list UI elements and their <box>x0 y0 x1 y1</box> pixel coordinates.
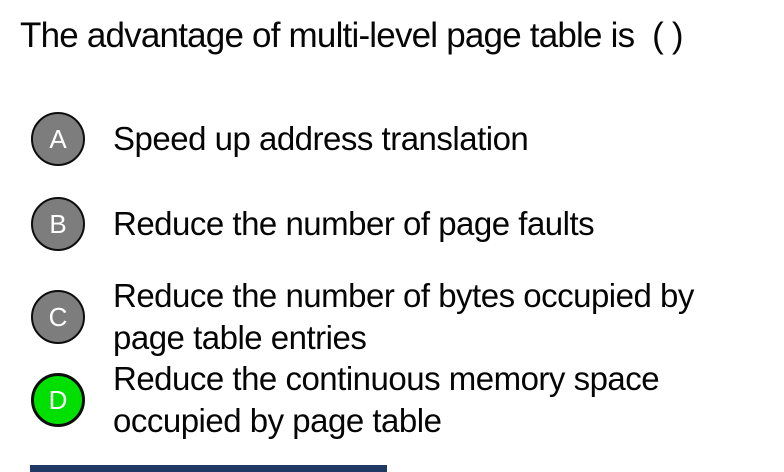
option-a-label: Speed up address translation <box>113 120 529 157</box>
option-c-label: Reduce the number of bytes occupied by p… <box>113 277 694 356</box>
option-b-letter: B <box>49 208 67 239</box>
option-d-badge: D <box>31 373 85 427</box>
option-a[interactable]: A Speed up address translation <box>31 112 529 166</box>
option-d[interactable]: D Reduce the continuous memory space occ… <box>31 358 728 442</box>
option-b-label: Reduce the number of page faults <box>113 205 595 242</box>
option-c-letter: C <box>48 301 68 332</box>
question-title: The advantage of multi-level page table … <box>20 16 684 55</box>
option-a-letter: A <box>49 123 67 154</box>
option-d-label: Reduce the continuous memory space occup… <box>113 360 660 439</box>
option-b[interactable]: B Reduce the number of page faults <box>31 197 595 251</box>
option-c-badge: C <box>31 290 85 344</box>
option-b-badge: B <box>31 197 85 251</box>
progress-bar <box>30 465 387 472</box>
option-c[interactable]: C Reduce the number of bytes occupied by… <box>31 274 728 360</box>
option-a-badge: A <box>31 112 85 166</box>
option-d-letter: D <box>48 384 68 415</box>
